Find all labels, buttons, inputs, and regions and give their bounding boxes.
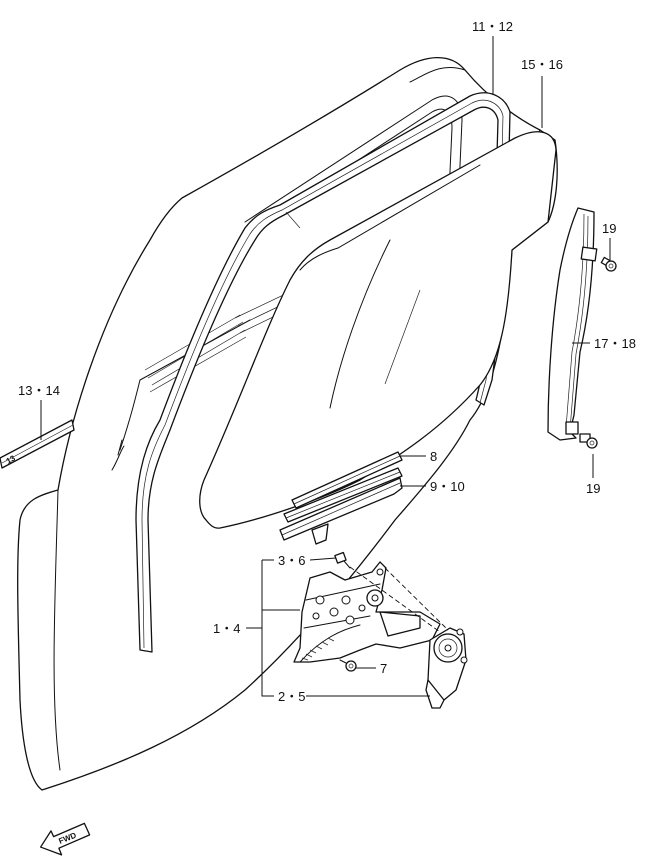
label-19-bottom: 19 [586, 481, 600, 496]
bolt-3-6 [334, 551, 351, 569]
regulator-motor-2-5 [425, 627, 468, 709]
label-13-14: 13・14 [18, 383, 60, 398]
label-15-16: 15・16 [521, 57, 563, 72]
label-17-18: 17・18 [594, 336, 636, 351]
bolt-bottom [579, 433, 598, 449]
bolt-top [600, 256, 617, 272]
label-7: 7 [380, 661, 387, 676]
glass-channel-17-18 [547, 207, 598, 441]
glass-channel-9-10 [279, 467, 403, 545]
label-1-4: 1・4 [213, 621, 240, 636]
fwd-arrow-icon: FWD [39, 822, 91, 856]
moulding-trim-13-14: 13 [0, 419, 75, 469]
label-9-10: 9・10 [430, 479, 465, 494]
label-8: 8 [430, 449, 437, 464]
window-regulator-1-4 [293, 561, 441, 663]
leader-lines [40, 36, 611, 697]
part-labels: 11・12 15・16 19 17・18 19 13・14 8 9・10 3・6… [18, 19, 636, 704]
label-3-6: 3・6 [278, 553, 305, 568]
bolt-7 [339, 659, 357, 672]
window-glass-15-16 [199, 131, 557, 529]
alignment-lines [349, 566, 449, 633]
label-11-12: 11・12 [472, 19, 513, 34]
label-19-top: 19 [602, 221, 616, 236]
label-2-5: 2・5 [278, 689, 305, 704]
glass-channel-8 [291, 451, 403, 509]
